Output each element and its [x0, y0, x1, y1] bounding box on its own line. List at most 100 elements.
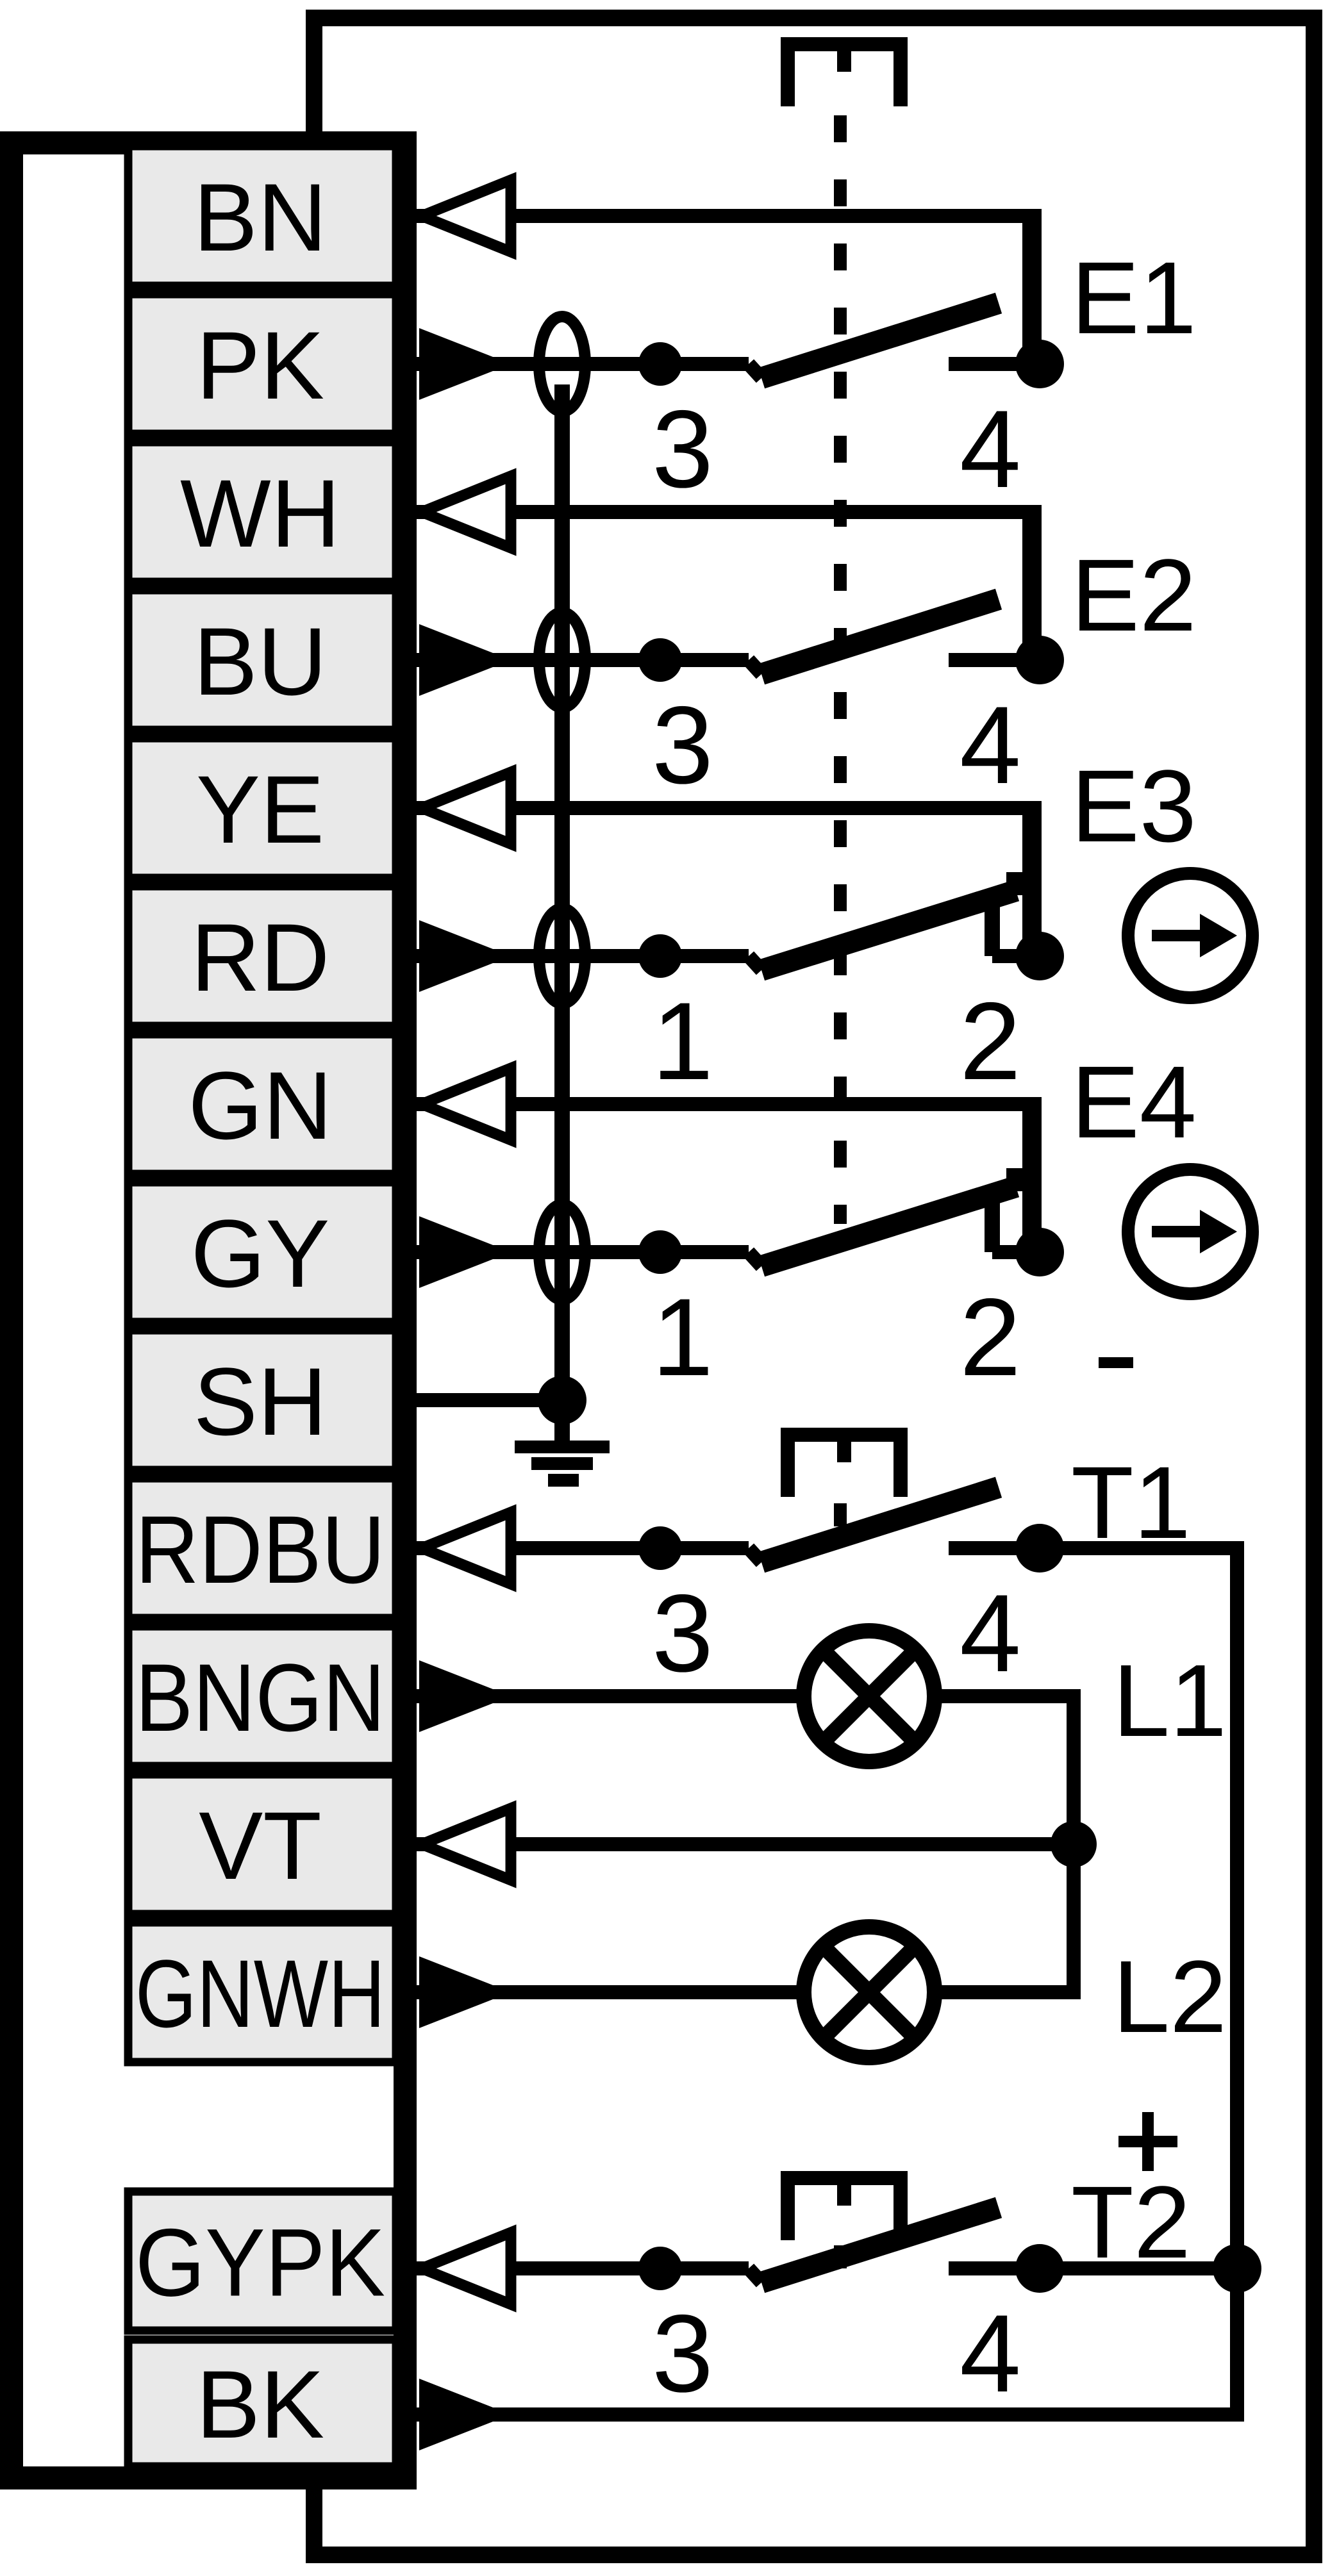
- left-contact-dot: [638, 2247, 682, 2290]
- terminal-row: SH: [124, 1326, 401, 1474]
- switch-label: E3: [1071, 748, 1197, 863]
- earth-ground-icon: [515, 1441, 610, 1487]
- shield-ring-icon: [533, 311, 591, 417]
- switch-label: T2: [1071, 2165, 1191, 2279]
- minus-sign-icon: [1099, 1357, 1133, 1368]
- left-contact-dot: [638, 934, 682, 978]
- terminal-row: GN: [124, 1030, 401, 1178]
- indicator-arrow-head: [1200, 1210, 1237, 1253]
- terminal-label: GNWH: [135, 1940, 385, 2047]
- contact-number-left: 3: [652, 1572, 713, 1695]
- switch-blade: [758, 880, 1020, 981]
- switch-label: E4: [1071, 1044, 1197, 1159]
- signal-in-filled-arrow-icon: [419, 624, 511, 696]
- terminal-box: [124, 1474, 401, 1622]
- terminal-row: GNWH: [124, 1918, 401, 2067]
- rail-junction-dot: [1213, 2244, 1261, 2293]
- terminal-label: RDBU: [135, 1496, 385, 1603]
- terminal-row: GYPK: [124, 2187, 401, 2335]
- switch-blade: [758, 588, 1002, 685]
- contact-number-left: 3: [652, 388, 713, 511]
- pushbutton-actuator-icon: [781, 2171, 908, 2240]
- actuator-leg-right: [894, 1442, 908, 1497]
- actuation-direction-icon: [1122, 1163, 1259, 1300]
- actuator-link-dash: [834, 1503, 847, 1526]
- indicator-circle: [1122, 867, 1259, 1004]
- contact-number-right: 4: [960, 388, 1021, 511]
- switch-blade: [758, 1176, 1020, 1277]
- switch-blade: [758, 2197, 1002, 2293]
- terminal-label: BK: [196, 2350, 324, 2458]
- terminal-box: [124, 2187, 401, 2335]
- terminal-label: GYPK: [135, 2209, 385, 2316]
- lamp-label: L2: [1113, 1939, 1227, 2054]
- actuator-bar: [781, 37, 908, 51]
- signal-out-open-arrow-icon: [407, 468, 517, 556]
- ground-bar-3: [548, 1474, 579, 1487]
- right-contact-dot: [1015, 340, 1064, 388]
- ground-bar-1: [515, 1441, 610, 1453]
- terminal-label: SH: [194, 1348, 327, 1455]
- actuator-link-dash: [834, 2245, 847, 2268]
- vt-junction-dot: [1051, 1821, 1097, 1867]
- actuator-leg-left: [781, 1442, 795, 1497]
- terminal-box: [124, 1030, 401, 1178]
- pushbutton-actuator-icon: [781, 1428, 908, 1497]
- signal-in-filled-arrow-icon: [419, 1956, 511, 2028]
- signal-out-open-arrow-icon: [407, 2224, 517, 2313]
- actuator-bar: [781, 1428, 908, 1442]
- terminal-box: [124, 734, 401, 882]
- terminal-box: [124, 586, 401, 734]
- lamp-L2: L2: [796, 1919, 1227, 2065]
- actuator-leg-right: [894, 51, 908, 106]
- terminal-box: [124, 142, 401, 290]
- polarity-signs: [1099, 1357, 1177, 2171]
- contact-number-right: 2: [960, 980, 1021, 1103]
- switch-blade: [758, 292, 1002, 389]
- blade-pivot: [743, 655, 767, 679]
- indicator-circle: [1122, 1163, 1259, 1300]
- contact-number-left: 1: [652, 980, 713, 1103]
- actuator-bar: [781, 2171, 908, 2185]
- signal-in-filled-arrow-icon: [419, 328, 511, 400]
- ground-bar-2: [531, 1457, 593, 1470]
- lamp-cross-stroke: [818, 1941, 920, 2043]
- pin-direction-arrows: [407, 172, 517, 2450]
- shield-ring-icon: [533, 1199, 591, 1305]
- contact-number-left: 3: [652, 2292, 713, 2415]
- terminal-row: RD: [124, 882, 401, 1030]
- terminal-row: RDBU: [124, 1474, 401, 1622]
- contact-number-right: 4: [960, 684, 1021, 807]
- actuator-leg-left: [781, 51, 795, 106]
- right-contact-dot: [1015, 636, 1064, 684]
- terminal-label: BN: [194, 163, 327, 271]
- switch-unit-E3: 1 2 E3: [417, 748, 1259, 1103]
- signal-out-open-arrow-icon: [407, 1504, 517, 1592]
- shield-ring-icon: [533, 903, 591, 1009]
- actuator-leg-right: [894, 2185, 908, 2240]
- terminal-label: GY: [191, 1200, 330, 1307]
- signal-in-filled-arrow-icon: [419, 2379, 511, 2450]
- blade-pivot: [743, 359, 767, 383]
- signal-out-open-arrow-icon: [407, 1060, 517, 1148]
- terminal-label: YE: [196, 755, 324, 863]
- left-contact-dot: [638, 1230, 682, 1274]
- shield-ring-icon: [533, 607, 591, 713]
- actuator-stem: [837, 2185, 851, 2206]
- terminal-box: [124, 1326, 401, 1474]
- terminal-box: [124, 882, 401, 1030]
- terminal-row: PK: [124, 290, 401, 438]
- actuator-stem: [837, 1442, 851, 1462]
- terminal-box: [124, 1622, 401, 1771]
- cable-shield-bus: [417, 311, 610, 1487]
- left-contact-dot: [638, 638, 682, 682]
- lamp-L1: L1: [796, 1623, 1227, 1769]
- terminal-label: RD: [191, 904, 330, 1011]
- signal-out-open-arrow-icon: [407, 172, 517, 260]
- terminal-row: WH: [124, 438, 401, 586]
